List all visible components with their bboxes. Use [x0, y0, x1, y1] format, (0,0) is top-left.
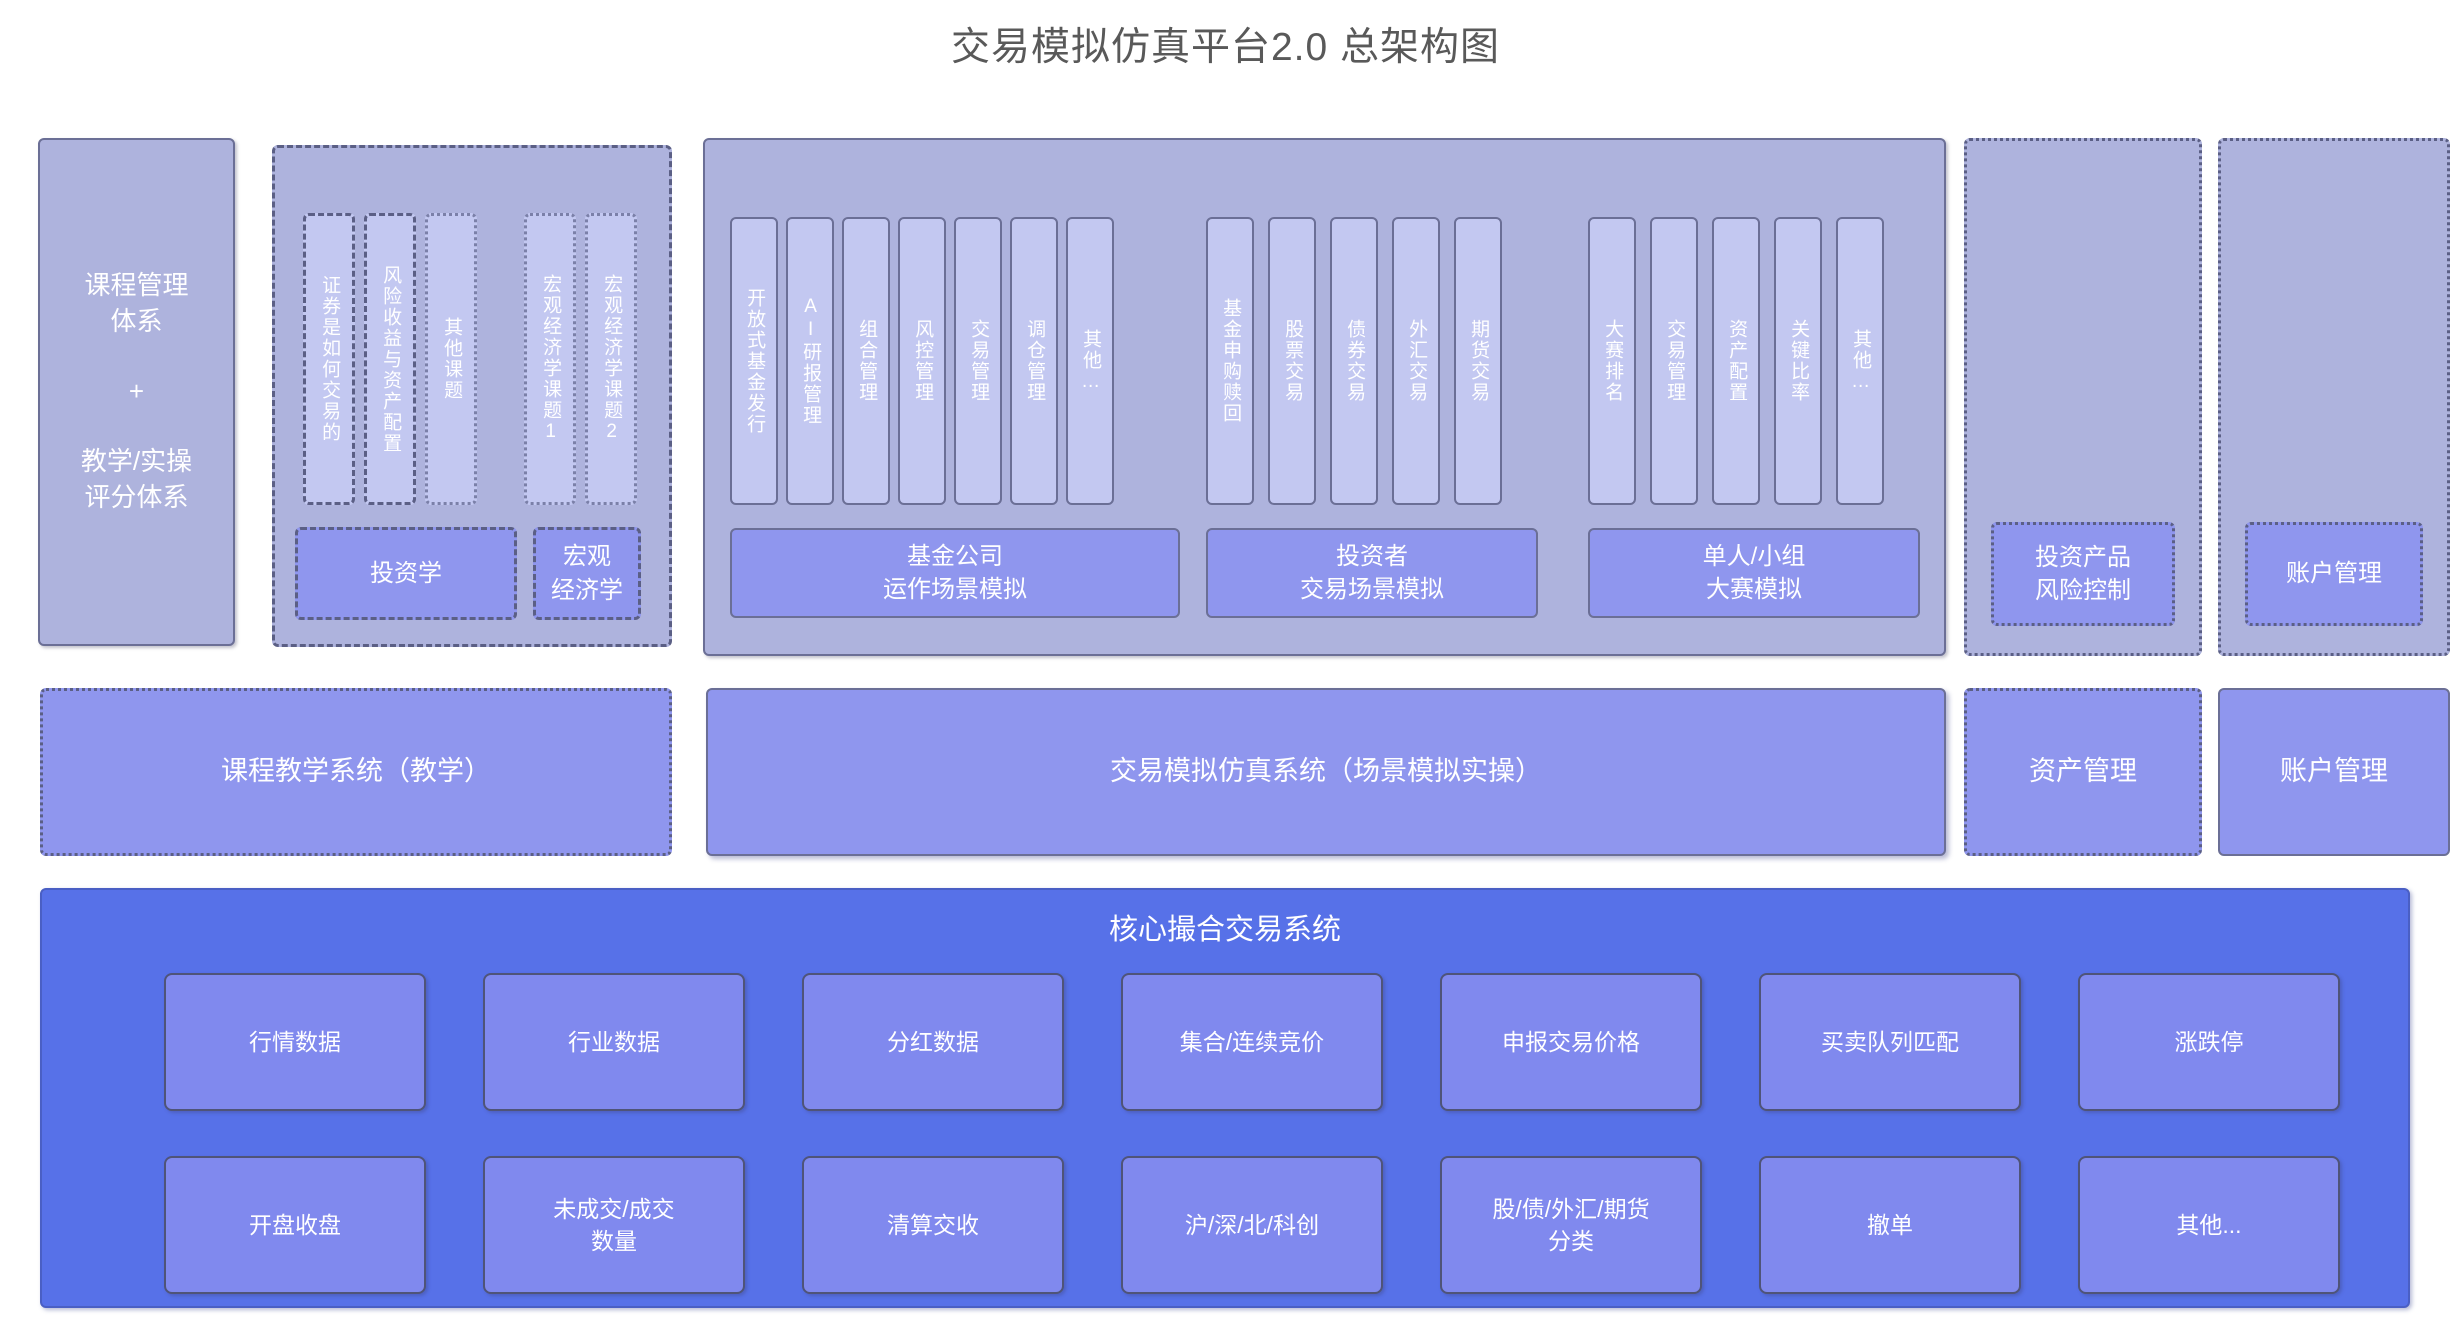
sim-item-g2-1[interactable]: 交易管理 — [1650, 217, 1698, 505]
sim-item-g0-5[interactable]: 调仓管理 — [1010, 217, 1058, 505]
account-management-card[interactable]: 账户管理 — [2245, 522, 2423, 626]
risk-control-line1: 投资产品 — [2035, 543, 2131, 571]
core-card-r0-c4[interactable]: 申报交易价格 — [1440, 973, 1702, 1111]
core-card-r0-c5[interactable]: 买卖队列匹配 — [1759, 973, 2021, 1111]
sim-item-g1-0[interactable]: 基金申购赎回 — [1206, 217, 1254, 505]
sim-group-caption-2: 单人/小组 大赛模拟 — [1588, 528, 1920, 618]
sim-item-g0-2[interactable]: 组合管理 — [842, 217, 890, 505]
course-topic-card-2[interactable]: 其他课题 — [425, 213, 477, 505]
system-course-teaching[interactable]: 课程教学系统（教学） — [40, 688, 672, 856]
system-account-management[interactable]: 账户管理 — [2218, 688, 2450, 856]
course-topic-card-4[interactable]: 宏观经济学课题2 — [585, 213, 637, 505]
course-management-line4: 评分体系 — [84, 481, 189, 512]
sim-item-g1-4[interactable]: 期货交易 — [1454, 217, 1502, 505]
core-card-r1-c0[interactable]: 开盘收盘 — [164, 1156, 426, 1294]
course-bottom-card-1[interactable]: 宏观 经济学 — [533, 527, 641, 620]
core-card-r1-c5[interactable]: 撤单 — [1759, 1156, 2021, 1294]
sim-item-g2-2[interactable]: 资产配置 — [1712, 217, 1760, 505]
core-card-r0-c2[interactable]: 分红数据 — [802, 973, 1064, 1111]
course-management-column: 课程管理 体系 + 教学/实操 评分体系 — [38, 138, 235, 646]
core-card-r1-c4[interactable]: 股/债/外汇/期货 分类 — [1440, 1156, 1702, 1294]
sim-item-g2-3[interactable]: 关键比率 — [1774, 217, 1822, 505]
course-topic-card-1[interactable]: 风险收益与资产配置 — [364, 213, 416, 505]
core-system-title: 核心撮合交易系统 — [1108, 914, 1341, 946]
page-title: 交易模拟仿真平台2.0 总架构图 — [950, 26, 1501, 69]
system-trading-simulation[interactable]: 交易模拟仿真系统（场景模拟实操） — [706, 688, 1946, 856]
course-bottom-card-0[interactable]: 投资学 — [295, 527, 517, 620]
sim-item-g2-0[interactable]: 大赛排名 — [1588, 217, 1636, 505]
system-asset-management[interactable]: 资产管理 — [1964, 688, 2202, 856]
sim-item-g0-6[interactable]: 其他… — [1066, 217, 1114, 505]
risk-control-line2: 风险控制 — [2035, 577, 2131, 604]
risk-control-card[interactable]: 投资产品 风险控制 — [1991, 522, 2175, 626]
core-card-r1-c2[interactable]: 清算交收 — [802, 1156, 1064, 1294]
sim-item-g0-3[interactable]: 风控管理 — [898, 217, 946, 505]
course-management-line2: 体系 — [110, 306, 163, 337]
sim-item-g0-0[interactable]: 开放式基金发行 — [730, 217, 778, 505]
sim-caption-1-line1: 投资者 — [1336, 542, 1408, 570]
sim-caption-0-line1: 基金公司 — [907, 542, 1003, 570]
sim-item-g1-2[interactable]: 债券交易 — [1330, 217, 1378, 505]
course-topic-card-3[interactable]: 宏观经济学课题1 — [524, 213, 576, 505]
core-card-r0-c0[interactable]: 行情数据 — [164, 973, 426, 1111]
core-matching-system: 核心撮合交易系统 行情数据 行业数据 分红数据 集合/连续竞价 申报交易价格 买… — [40, 888, 2410, 1308]
sim-item-g0-1[interactable]: AI研报管理 — [786, 217, 834, 505]
core-card-r1-c1[interactable]: 未成交/成交 数量 — [483, 1156, 745, 1294]
core-card-r0-c6[interactable]: 涨跌停 — [2078, 973, 2340, 1111]
sim-group-caption-0: 基金公司 运作场景模拟 — [730, 528, 1180, 618]
sim-item-g2-4[interactable]: 其他… — [1836, 217, 1884, 505]
sim-item-g1-1[interactable]: 股票交易 — [1268, 217, 1316, 505]
sim-caption-2-line1: 单人/小组 — [1702, 542, 1806, 570]
course-management-line3: 教学/实操 — [80, 445, 193, 476]
course-topic-card-0[interactable]: 证券是如何交易的 — [303, 213, 355, 505]
sim-item-g0-4[interactable]: 交易管理 — [954, 217, 1002, 505]
core-card-r1-c6[interactable]: 其他... — [2078, 1156, 2340, 1294]
core-card-r1-c3[interactable]: 沪/深/北/科创 — [1121, 1156, 1383, 1294]
sim-group-caption-1: 投资者 交易场景模拟 — [1206, 528, 1538, 618]
core-card-r0-c3[interactable]: 集合/连续竞价 — [1121, 973, 1383, 1111]
course-management-line1: 课程管理 — [84, 270, 189, 301]
core-card-r0-c1[interactable]: 行业数据 — [483, 973, 745, 1111]
course-management-plus: + — [128, 376, 145, 407]
sim-caption-2-line2: 大赛模拟 — [1706, 576, 1802, 603]
sim-item-g1-3[interactable]: 外汇交易 — [1392, 217, 1440, 505]
sim-caption-0-line2: 运作场景模拟 — [883, 576, 1027, 603]
sim-caption-1-line2: 交易场景模拟 — [1300, 576, 1444, 603]
